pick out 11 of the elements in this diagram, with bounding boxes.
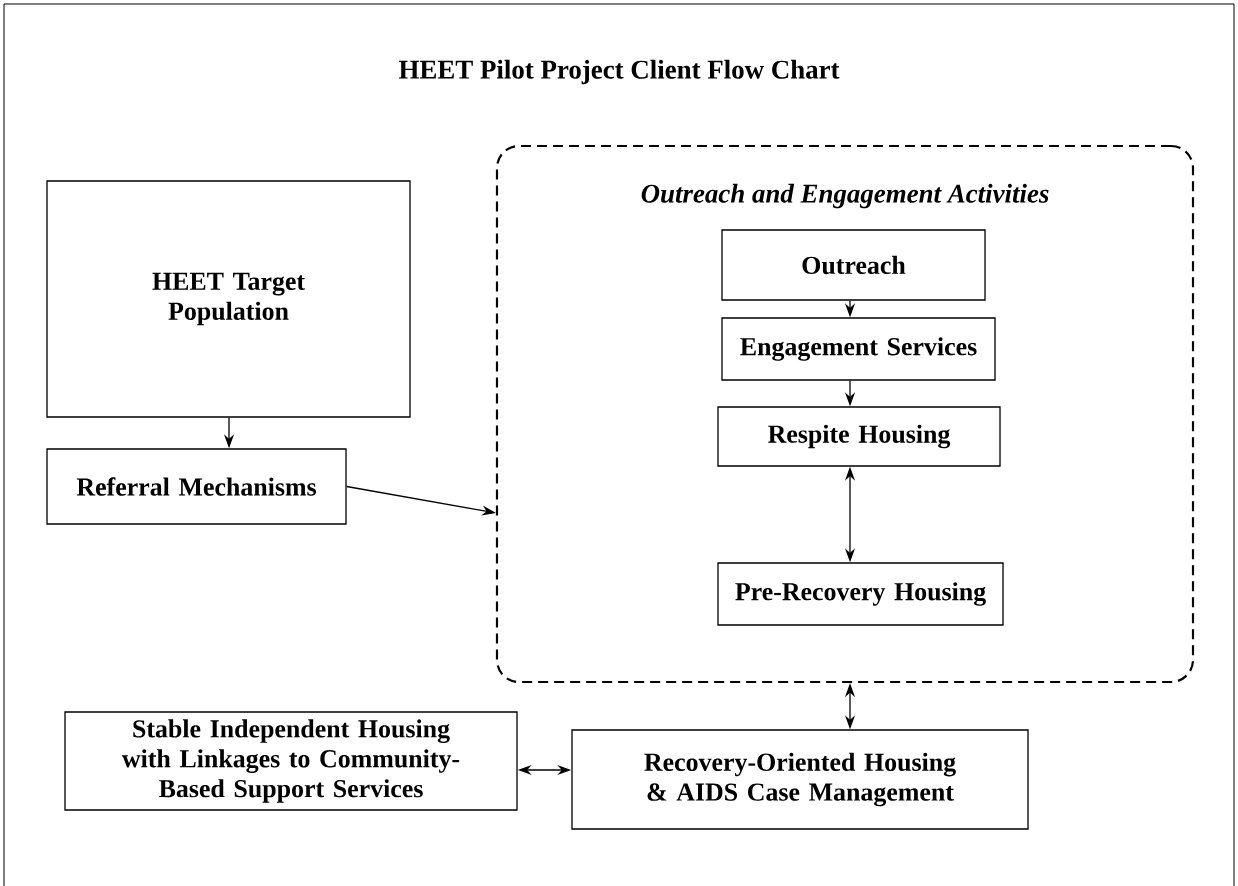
process-box: Referral Mechanisms — [46, 448, 347, 525]
title: HEET Pilot Project Client Flow Chart — [398, 59, 840, 85]
process-box: Stable Independent Housing with Linkages to Community-Based Support Services — [64, 711, 518, 811]
process-box: Outreach — [721, 229, 986, 301]
process-box: Pre-Recovery Housing — [717, 562, 1004, 626]
process-box: Respite Housing — [717, 406, 1001, 467]
process-box: Recovery-Oriented Housing & AIDS Case Management — [571, 729, 1029, 830]
dashed-group-frame — [495, 144, 1195, 684]
process-box: HEET Target Population — [46, 180, 411, 418]
group-heading: Outreach and Engagement Activities — [641, 183, 1049, 209]
process-box: Engagement Services — [721, 317, 996, 381]
